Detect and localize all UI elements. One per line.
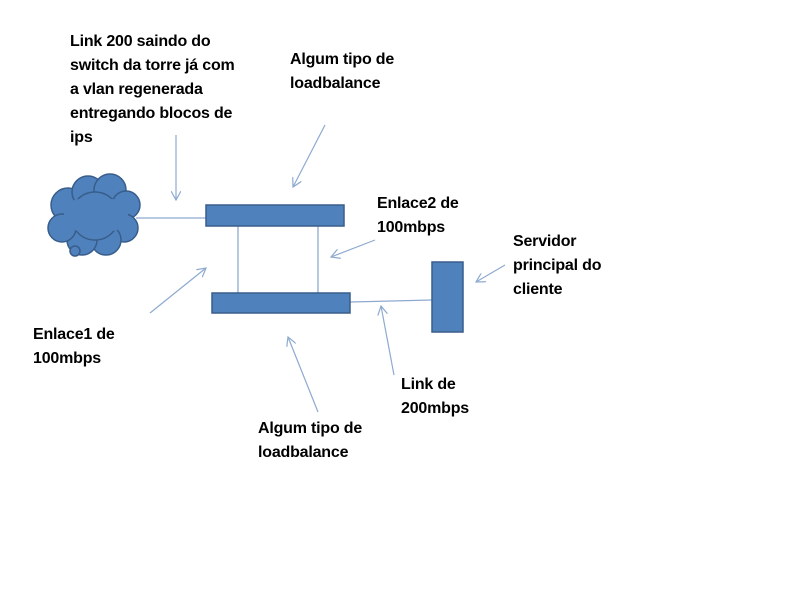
arrow-loadbalance-bottom [288,337,319,413]
label-line: switch da torre já com [70,57,235,74]
label-line: a vlan regenerada [70,81,203,98]
label-line: entregando blocos de [70,105,233,122]
label-line: ips [70,129,93,146]
label-line: 100mbps [377,219,445,236]
top-loadbalancer [205,204,345,227]
label-loadbalance-top: Algum tipo de loadbalance [290,48,394,96]
link-200-line [349,299,433,303]
arrow-enlace2 [331,239,376,257]
arrow-loadbalance-top [293,124,326,187]
label-line: loadbalance [290,75,381,92]
label-line: 100mbps [33,350,101,367]
arrow-link-de-200 [381,306,395,376]
label-line: Algum tipo de [258,420,363,437]
label-line: 200mbps [401,400,469,417]
label-line: principal do [513,257,602,274]
label-enlace2: Enlace2 de 100mbps [377,192,459,240]
label-servidor: Servidor principal do cliente [513,230,601,302]
label-line: Servidor [513,233,577,250]
bottom-loadbalancer [211,292,351,314]
label-line: Enlace1 de [33,326,115,343]
label-line: Enlace2 de [377,195,459,212]
label-link-de-200: Link de 200mbps [401,373,469,421]
arrow-servidor [476,264,506,282]
label-line: Link 200 saindo do [70,33,211,50]
label-line: Algum tipo de [290,51,395,68]
arrow-enlace1 [149,268,206,314]
label-line: Link de [401,376,456,393]
client-server [431,261,464,333]
label-link200: Link 200 saindo do switch da torre já co… [70,30,235,150]
label-enlace1: Enlace1 de 100mbps [33,323,115,371]
label-loadbalance-bottom: Algum tipo de loadbalance [258,417,362,465]
label-line: cliente [513,281,563,298]
label-line: loadbalance [258,444,349,461]
